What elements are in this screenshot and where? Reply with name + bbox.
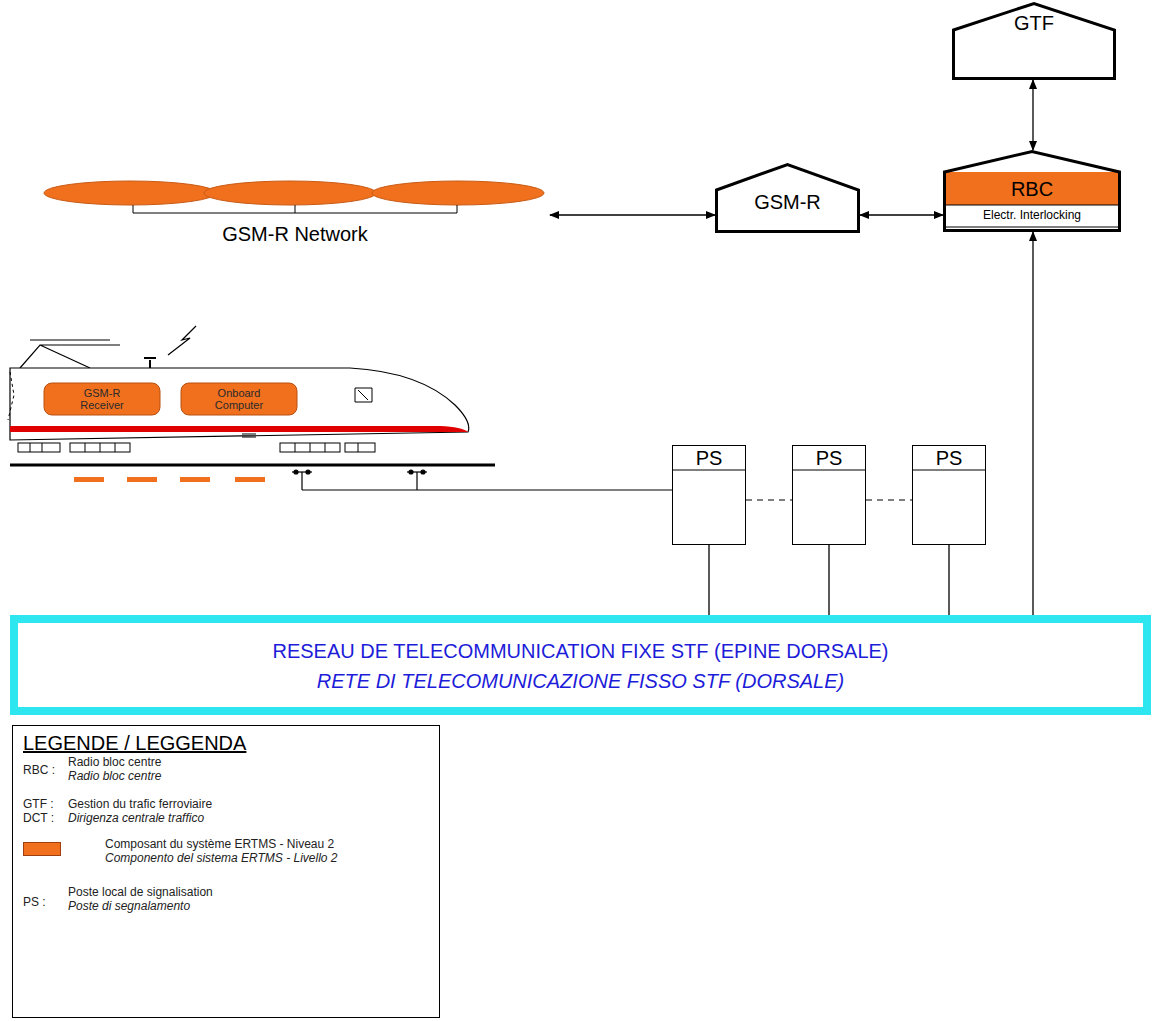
connector [860,214,943,215]
signal-post: PS [672,445,746,545]
backbone-band: RESEAU DE TELECOMMUNICATION FIXE STF (EP… [10,615,1151,715]
track-circuit [292,470,672,490]
node-text: GSM-R Receiver [43,382,161,416]
car-end [8,372,14,420]
connector [828,545,829,615]
legend-text: Composant du système ERTMS - Niveau 2 [105,838,334,852]
signal-post: PS [912,445,986,545]
pantograph [20,340,120,368]
node-text: RBC [943,172,1121,205]
connector [948,545,949,615]
body-mark [242,434,256,437]
onboard-box: Onboard Computer [180,382,298,416]
connector [866,500,912,501]
legend-text: Poste local de signalisation [68,886,213,900]
node-text: RESEAU DE TELECOMMUNICATION FIXE STF (EP… [10,637,1151,665]
legend-box: LEGENDE / LEGGENDA RBC : Radio bloc centre… [12,725,440,1018]
node-shape [10,615,1151,715]
bogies [18,443,375,452]
node-text: GTF [952,8,1116,38]
legend-text: Radio bloc centre [68,756,161,770]
balises [74,477,265,482]
signal-post: PS [792,445,866,545]
node-text: Onboard Computer [180,382,298,416]
onboard-box: GSM-R Receiver [43,382,161,416]
radio-network: GSM-R Network [40,180,550,245]
node-text: GSM-R Network [40,223,550,245]
train-stripe [10,426,468,432]
connector [1032,232,1033,615]
rail [10,464,495,467]
legend-text: DCT : [23,812,54,826]
train-body [10,368,469,440]
radio-bolt [168,326,196,355]
connector [708,545,709,615]
node-text: PS [672,445,746,470]
legend-text: Componento del sistema ERTMS - Livello 2 [105,852,338,866]
legend-text: Radio bloc centre [68,770,161,784]
rbc-house: RBCElectr. Interlocking [943,150,1121,232]
node-text: RETE DI TELECOMUNICAZIONE FISSO STF (DOR… [10,667,1151,695]
connector [550,214,715,215]
connector [1032,80,1033,150]
connector [746,500,792,501]
legend-text: GTF : [23,798,54,812]
legend-text: Poste di segnalamento [68,900,190,914]
legend-title: LEGENDE / LEGGENDA [23,732,246,755]
node-text: PS [792,445,866,470]
legend-text: PS : [23,896,46,910]
legend-text: Gestion du trafic ferroviaire [68,798,212,812]
node-text: GSM-R [715,189,860,215]
traffic-house: GTF [952,2,1116,80]
node-text: Electr. Interlocking [943,205,1121,227]
legend-swatch [23,842,61,856]
legend-text: RBC : [23,764,55,778]
node-text: PS [912,445,986,470]
gsmr-house: GSM-R [715,163,860,233]
antenna [144,358,156,368]
legend-text: Dirigenza centrale traffico [68,812,204,826]
cab-window [355,388,372,402]
